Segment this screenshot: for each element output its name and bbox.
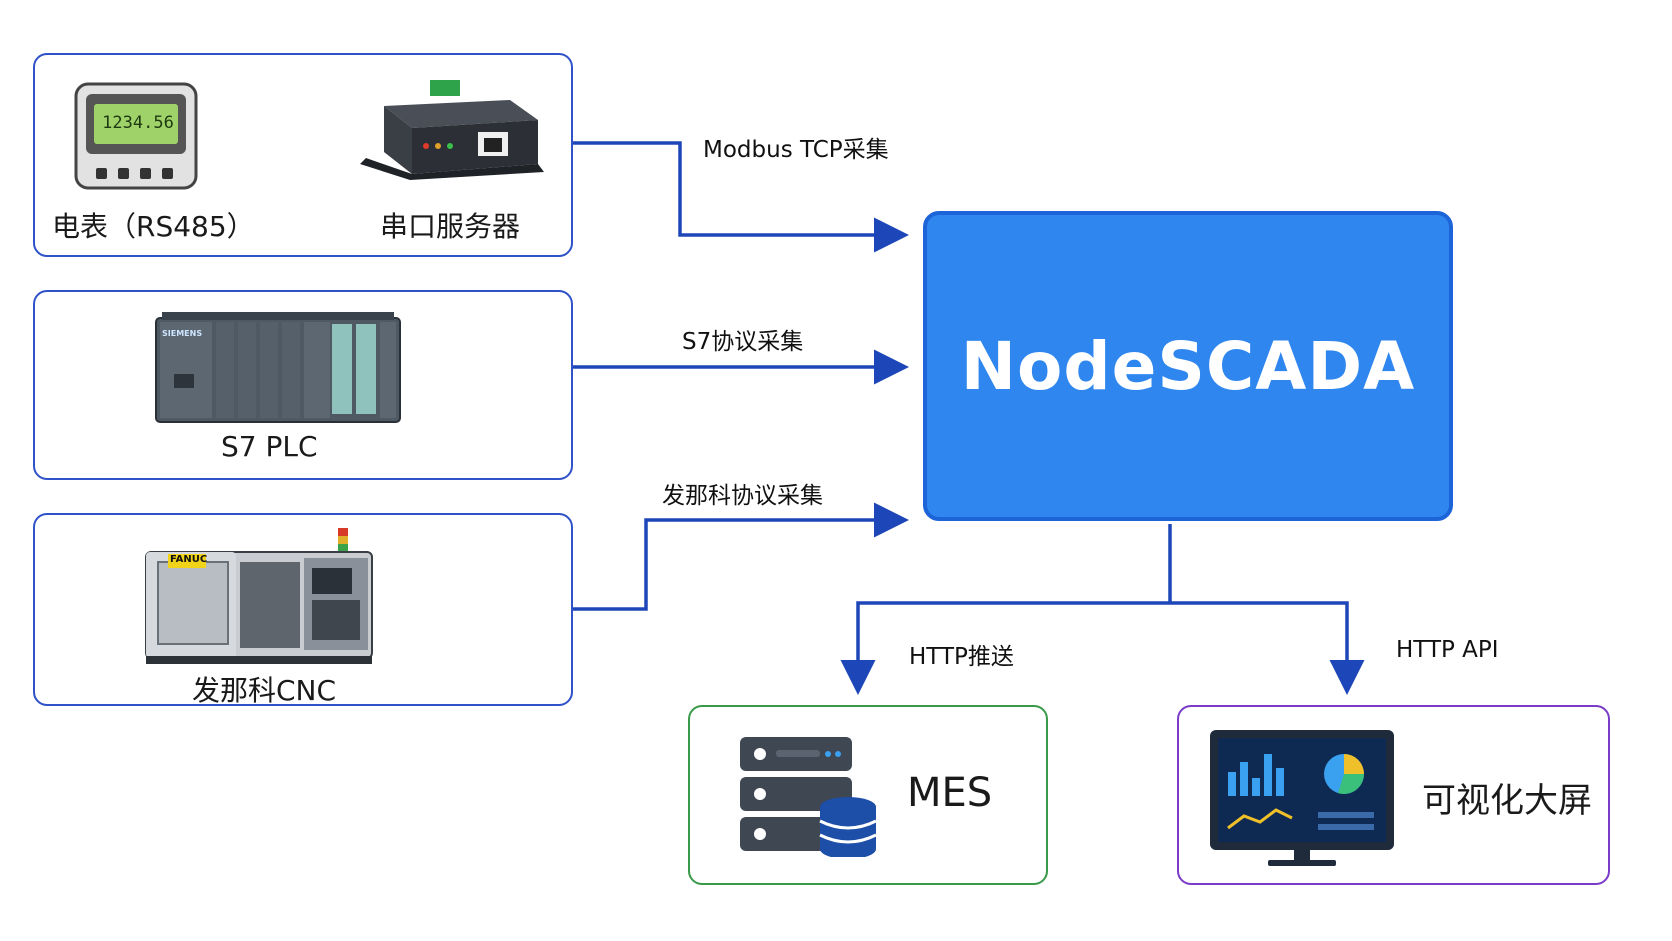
- electric-meter-icon: [74, 82, 198, 190]
- edge-label-modbus: Modbus TCP采集: [703, 137, 889, 163]
- cnc-machine-icon: [145, 528, 373, 664]
- serial-server-label: 串口服务器: [380, 210, 521, 243]
- core-title: NodeSCADA: [960, 327, 1416, 405]
- plc-label: S7 PLC: [221, 430, 318, 463]
- mes-label: MES: [907, 770, 993, 816]
- meter-reading: 1234.56: [102, 113, 174, 133]
- edge-label-fanuc: 发那科协议采集: [662, 483, 823, 509]
- edge-label-http-api: HTTP API: [1396, 637, 1499, 663]
- http-api-wire: [1170, 601, 1365, 695]
- dashboard-monitor-icon: [1210, 730, 1394, 866]
- edge-label-s7: S7协议采集: [682, 329, 804, 355]
- meter-label: 电表（RS485）: [52, 210, 255, 243]
- fanuc-wire: [572, 502, 909, 611]
- database-server-icon: [740, 737, 877, 857]
- nodescada-core: NodeSCADA: [923, 211, 1453, 521]
- plc-brand-label: SIEMENS: [162, 329, 203, 338]
- edge-label-http-push: HTTP推送: [909, 644, 1014, 670]
- plc-icon: [155, 312, 401, 423]
- cnc-brand-label: FANUC: [170, 554, 208, 565]
- cnc-label: 发那科CNC: [192, 674, 337, 707]
- serial-server-icon: [360, 80, 544, 180]
- modbus-wire: [572, 141, 909, 253]
- http-push-wire: [840, 601, 1170, 695]
- screen-label: 可视化大屏: [1422, 781, 1592, 821]
